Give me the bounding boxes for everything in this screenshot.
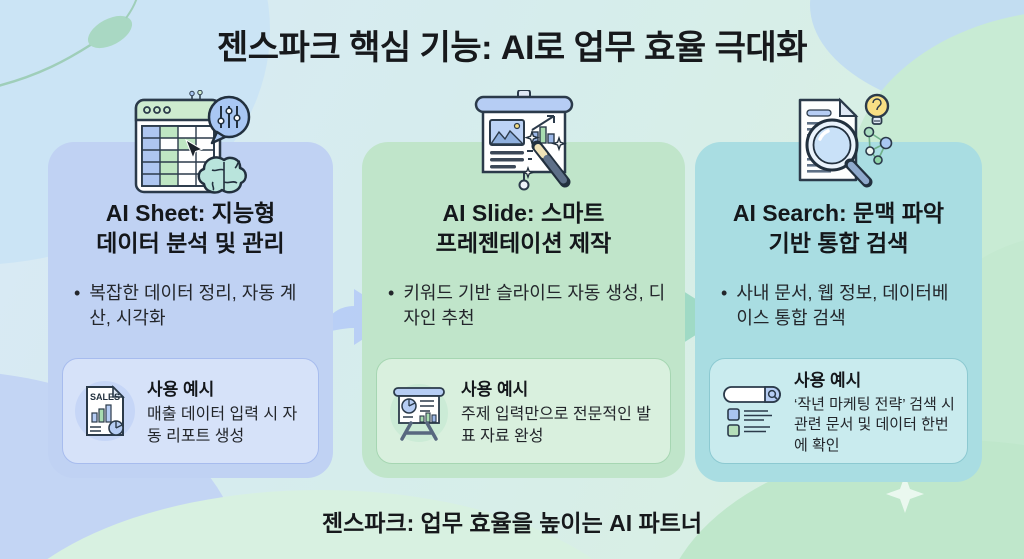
card-title: AI Sheet: 지능형 데이터 분석 및 관리: [96, 200, 285, 257]
card-title: AI Search: 문맥 파악 기반 통합 검색: [732, 200, 945, 257]
sales-report-icon: SALES: [75, 381, 135, 441]
search-results-icon: [723, 386, 781, 437]
arrow-right-icon: [648, 289, 724, 345]
spreadsheet-brain-icon: [134, 90, 250, 194]
card-bullet: • 키워드 기반 슬라이드 자동 생성, 디자인 추천: [362, 281, 685, 331]
arrow-right-icon: [322, 289, 398, 345]
presentation-wand-icon: [474, 90, 573, 191]
bullet-dot: •: [74, 282, 81, 303]
page-title: 젠스파크 핵심 기능: AI로 업무 효율 극대화: [217, 29, 807, 67]
example-label: 사용 예시: [794, 371, 862, 391]
card-ai-slide: AI Slide: 스마트 프레젠테이션 제작 • 키워드 기반 슬라이드 자동…: [362, 90, 685, 478]
bullet-text: 사내 문서, 웹 정보, 데이터베이스 통합 검색: [736, 282, 949, 328]
card-bullet: • 복잡한 데이터 정리, 자동 계산, 시각화: [48, 281, 333, 331]
card-ai-sheet: AI Sheet: 지능형 데이터 분석 및 관리 • 복잡한 데이터 정리, …: [48, 90, 333, 478]
card-bullet: • 사내 문서, 웹 정보, 데이터베이스 통합 검색: [695, 281, 982, 331]
example-text: ‘작년 마케팅 전략’ 검색 시 관련 문서 및 데이터 한번에 확인: [794, 396, 955, 454]
bullet-dot: •: [721, 282, 728, 303]
example-label: 사용 예시: [147, 380, 215, 400]
document-magnifier-bulb-icon: [798, 93, 892, 188]
usage-example-box: 사용 예시 ‘작년 마케팅 전략’ 검색 시 관련 문서 및 데이터 한번에 확…: [709, 358, 968, 464]
usage-example-box: SALES 사용 예시 매출 데이터 입력 시 자동 리포트 생성: [62, 358, 319, 464]
usage-example-box: 사용 예시 주제 입력만으로 전문적인 발표 자료 완성: [376, 358, 671, 464]
card-ai-search: AI Search: 문맥 파악 기반 통합 검색 • 사내 문서, 웹 정보,…: [695, 93, 982, 482]
bullet-text: 키워드 기반 슬라이드 자동 생성, 디자인 추천: [403, 282, 666, 328]
svg-text:SALES: SALES: [90, 392, 120, 402]
bullet-dot: •: [388, 282, 395, 303]
bullet-text: 복잡한 데이터 정리, 자동 계산, 시각화: [89, 282, 297, 328]
example-label: 사용 예시: [461, 380, 529, 400]
example-text: 매출 데이터 입력 시 자동 리포트 생성: [147, 406, 298, 445]
footer-tagline: 젠스파크: 업무 효율을 높이는 AI 파트너: [321, 510, 702, 536]
card-title: AI Slide: 스마트 프레젠테이션 제작: [435, 200, 612, 257]
example-text: 주제 입력만으로 전문적인 발표 자료 완성: [461, 406, 651, 445]
sparkle-decor: [886, 475, 924, 513]
easel-chart-icon: [390, 384, 448, 442]
